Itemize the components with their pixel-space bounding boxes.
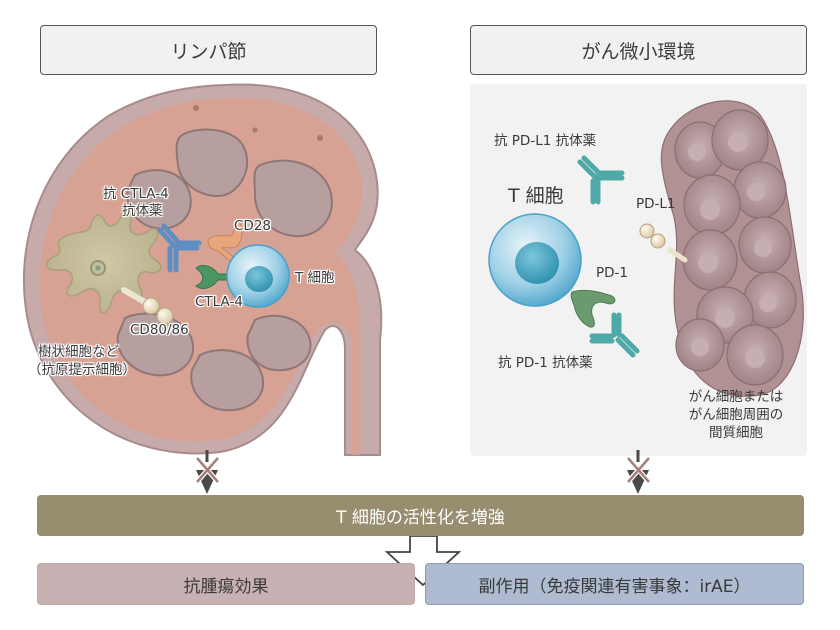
- label-pd1: PD-1: [596, 265, 628, 281]
- label-cancer-line3: 間質細胞: [709, 425, 763, 441]
- label-cancer-line2: がん細胞周囲の: [688, 407, 784, 423]
- t-cell-lymph-node-illustration: [226, 244, 290, 308]
- anti-pdl1-antibody-icon: [577, 155, 625, 205]
- lymph-node-illustration: [23, 83, 383, 456]
- t-cell-activation-bar: T 細胞の活性化を増強: [37, 495, 804, 536]
- label-t-cell-tumor: T 細胞: [508, 185, 564, 207]
- anti-ctla4-antibody-icon: [157, 223, 202, 273]
- label-t-cell-lymph: T 細胞: [295, 270, 335, 286]
- label-anti-ctla4-line1: 抗 CTLA-4: [103, 186, 169, 202]
- label-cd80-86: CD80/86: [130, 322, 189, 338]
- irae-side-effect-label: 副作用（免疫関連有害事象：irAE）: [478, 576, 751, 597]
- header-lymph-node: リンパ節: [40, 25, 377, 75]
- blocked-arrow-right-icon: [626, 450, 651, 494]
- label-cd28: CD28: [234, 218, 271, 234]
- t-cell-activation-label: T 細胞の活性化を増強: [336, 508, 505, 528]
- dendritic-cell-illustration: [46, 209, 174, 325]
- pdl1-ligand-icon: [639, 223, 688, 263]
- label-cancer-line1: がん細胞または: [688, 389, 784, 405]
- label-anti-pd1: 抗 PD-1 抗体薬: [498, 355, 593, 371]
- label-dendritic-line2: （抗原提示細胞）: [28, 362, 136, 378]
- label-anti-ctla4-line2: 抗体薬: [122, 203, 163, 219]
- blocked-arrow-left-icon: [195, 450, 220, 494]
- cancer-cell-cluster-illustration: [660, 100, 804, 397]
- anti-pd1-antibody-icon: [589, 312, 640, 358]
- label-dendritic-line1: 樹状細胞など: [38, 344, 119, 360]
- label-anti-pdl1: 抗 PD-L1 抗体薬: [494, 133, 597, 149]
- antitumor-effect-bar: 抗腫瘍効果: [37, 563, 415, 605]
- pd1-receptor-icon: [570, 289, 616, 328]
- label-pdl1: PD-L1: [636, 196, 676, 212]
- ctla4-receptor-icon: [195, 265, 233, 289]
- header-tumor-microenvironment-label: がん微小環境: [581, 40, 696, 63]
- t-cell-tumor-illustration: [488, 213, 582, 307]
- label-ctla4: CTLA-4: [195, 294, 243, 310]
- header-tumor-microenvironment: がん微小環境: [470, 25, 807, 75]
- irae-side-effect-bar: 副作用（免疫関連有害事象：irAE）: [425, 563, 804, 605]
- cd28-receptor-icon: [207, 221, 243, 267]
- antitumor-effect-label: 抗腫瘍効果: [183, 576, 269, 597]
- header-lymph-node-label: リンパ節: [170, 40, 247, 63]
